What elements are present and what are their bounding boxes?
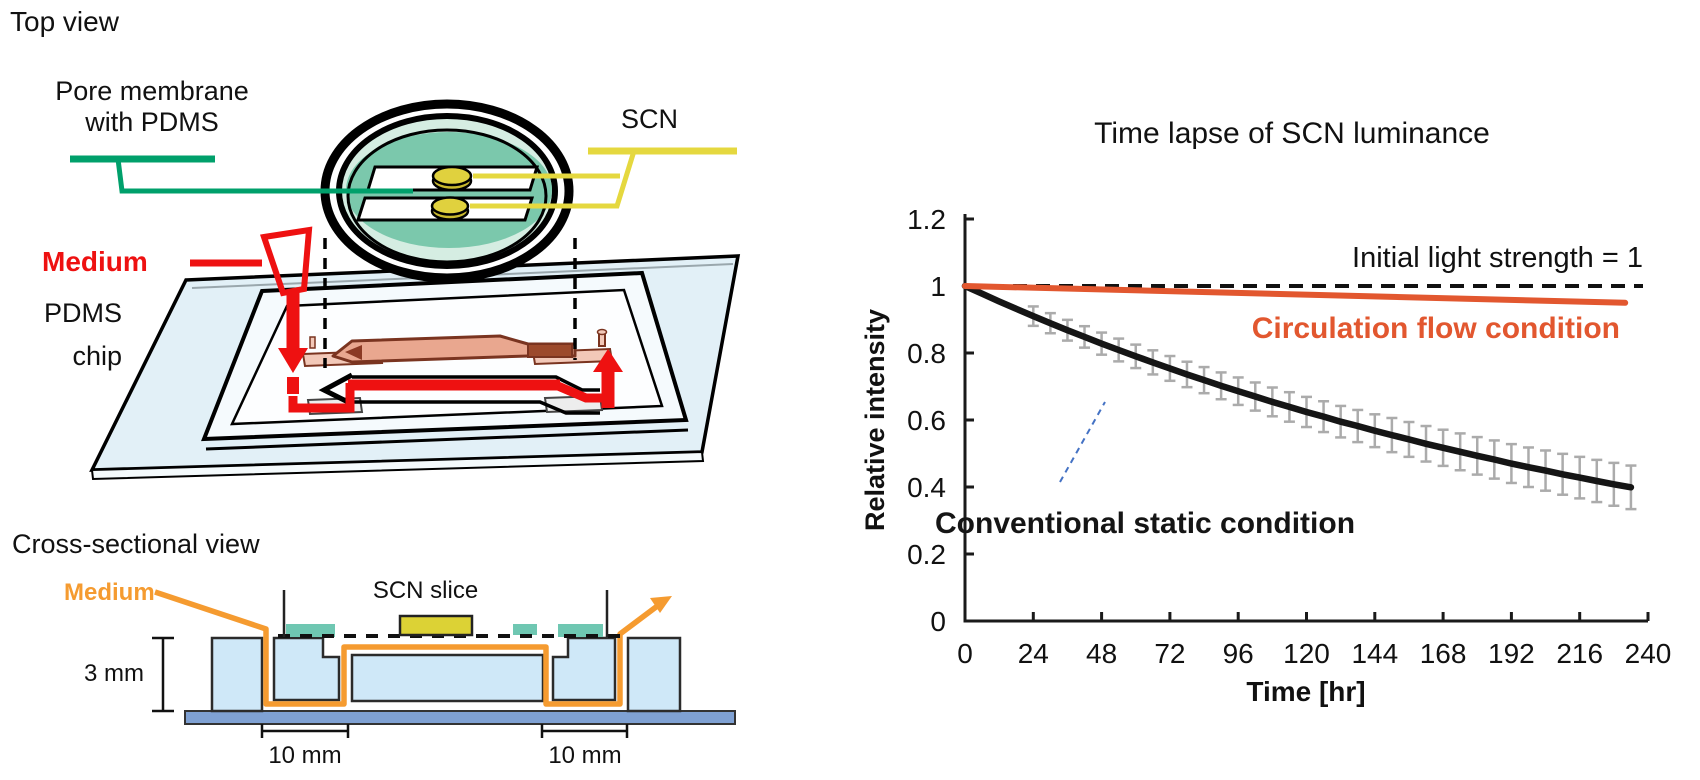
reference-line-label: Initial light strength = 1 xyxy=(1352,242,1643,274)
scn-slice-rect xyxy=(398,614,474,637)
pdms-blocks xyxy=(210,636,682,713)
medium-flow-arrows xyxy=(190,226,623,413)
pore-membrane-leader xyxy=(70,155,413,194)
x-tick-label: 144 xyxy=(1351,638,1398,669)
x-tick-label: 168 xyxy=(1420,638,1467,669)
pdms-chip-label-line1: PDMS xyxy=(43,298,122,328)
chart-title: Time lapse of SCN luminance xyxy=(1094,117,1490,150)
perfusion-channel xyxy=(301,328,614,368)
y-tick-label: 1.2 xyxy=(907,204,946,235)
medium-flow-path xyxy=(154,589,672,707)
y-tick-label: 0.8 xyxy=(907,338,946,369)
pore-membrane-label: Pore membrane with PDMS xyxy=(32,76,272,138)
cross-section-title: Cross-sectional view xyxy=(12,529,260,559)
circulation-flow-line xyxy=(962,283,1629,306)
x-axis-label: Time [hr] xyxy=(1246,676,1365,707)
x-tick-label: 96 xyxy=(1223,638,1254,669)
series-label: Conventional static condition xyxy=(935,507,1355,540)
medium-label-topview: Medium xyxy=(42,246,148,277)
pore-membrane-label-line1: Pore membrane xyxy=(55,76,249,106)
annotation-leader-line xyxy=(1059,401,1106,483)
base-plate xyxy=(184,710,736,725)
series-label: Circulation flow condition xyxy=(1252,312,1620,345)
tube-pins xyxy=(282,590,609,637)
y-tick-label: 0.6 xyxy=(907,405,946,436)
x-tick-label: 216 xyxy=(1556,638,1603,669)
y-tick-label: 0.2 xyxy=(907,539,946,570)
x-tick-label: 240 xyxy=(1625,638,1672,669)
y-tick-label: 0.4 xyxy=(907,472,946,503)
x-tick-label: 0 xyxy=(957,638,973,669)
petri-dish xyxy=(320,99,574,283)
x-tick-label: 24 xyxy=(1018,638,1049,669)
left-well-dimension-label: 10 mm xyxy=(268,742,342,769)
depth-dimension-label: 3 mm xyxy=(84,660,144,687)
right-well-dimension-label: 10 mm xyxy=(548,742,622,769)
pore-membrane-label-line2: with PDMS xyxy=(85,107,219,138)
pdms-chip-label: PDMS chip xyxy=(10,292,122,378)
scn-slice-label: SCN slice xyxy=(372,577,479,604)
x-tick-label: 192 xyxy=(1488,638,1535,669)
cross-section-diagram xyxy=(152,589,736,738)
x-tick-label: 72 xyxy=(1154,638,1185,669)
medium-label-cross-section: Medium xyxy=(64,579,155,606)
y-tick-label: 1 xyxy=(930,271,946,302)
scn-label: SCN xyxy=(621,104,679,134)
scn-leader xyxy=(470,147,737,209)
x-tick-label: 120 xyxy=(1283,638,1330,669)
projection-lines xyxy=(323,238,577,368)
pdms-chip-label-line2: chip xyxy=(72,341,122,372)
y-tick-label: 0 xyxy=(930,606,946,637)
x-tick-label: 48 xyxy=(1086,638,1117,669)
static-condition-curve xyxy=(961,282,1635,491)
y-axis-label: Relative intensity xyxy=(860,309,890,531)
dimension-marks xyxy=(152,636,629,738)
outflow-arrowhead xyxy=(650,596,672,613)
membrane-pieces xyxy=(286,624,603,637)
top-view-title: Top view xyxy=(10,6,119,37)
scn-slices-topview xyxy=(430,165,473,221)
